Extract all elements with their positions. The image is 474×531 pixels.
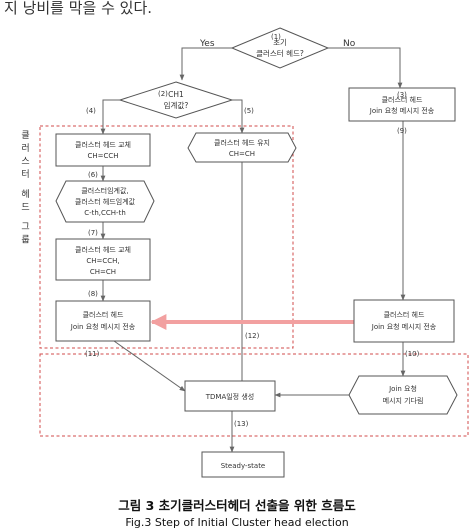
join-top-line2: Join 요청 메시지 전송 [369, 106, 435, 115]
join-right-line2: Join 요청 메시지 전송 [371, 322, 437, 331]
join-left-line2: Join 요청 메시지 전송 [70, 322, 136, 331]
decision-ch-threshold: CH1 임계값? [118, 81, 234, 119]
steady-line1: Steady-state [221, 462, 266, 470]
step-2: (2) [158, 90, 168, 98]
d2-line1: CH1 [168, 90, 184, 99]
top-text-fragment: 지 낭비를 막을 수 있다. [4, 0, 152, 17]
join-right-line1: 클러스터 헤드 [384, 310, 425, 319]
d2-line2: 임계값? [164, 100, 189, 110]
wait-line2: 메시지 기다림 [383, 396, 424, 405]
edge-d2-right [232, 99, 245, 134]
join-left-line1: 클러스터 헤드 [83, 310, 124, 319]
step-8: (8) [88, 290, 98, 298]
step-3: (3) [397, 91, 407, 99]
node-threshold-calc: 클러스터임계값, 클러스터 헤드임계값 C-th,CCH-th [55, 180, 155, 223]
step-4: (4) [86, 107, 96, 115]
step-9: (9) [397, 127, 407, 135]
replace1-line2: CH=CCH [87, 152, 118, 160]
node-replace-head-2: 클러스터 헤드 교체 CH=CCH, CH=CH [55, 238, 151, 281]
step-10: (10) [405, 350, 420, 358]
replace1-line1: 클러스터 헤드 교체 [75, 140, 131, 149]
keep-line2: CH=CH [229, 150, 255, 158]
threshold-line3: C-th,CCH-th [84, 209, 126, 217]
threshold-line2: 클러스터 헤드임계값 [75, 197, 136, 206]
join-top-line1: 클러스터 헤드 [382, 95, 423, 104]
node-tdma-schedule: TDMA일정 생성 [184, 380, 276, 412]
label-yes: Yes [199, 39, 215, 49]
step-5: (5) [244, 107, 254, 115]
replace2-line1: 클러스터 헤드 교체 [75, 245, 131, 254]
side-label: 클러스터 헤드 그룹 [19, 130, 29, 248]
setup-region [39, 353, 469, 437]
step-7: (7) [88, 229, 98, 237]
replace2-line2: CH=CCH, [86, 257, 119, 265]
step-12: (12) [245, 332, 260, 340]
node-join-request-left: 클러스터 헤드 Join 요청 메시지 전송 [55, 300, 151, 342]
edge-d1-no [328, 47, 403, 89]
node-join-request-right: 클러스터 헤드 Join 요청 메시지 전송 [353, 299, 455, 343]
node-wait-join: Join 요청 메시지 기다림 [348, 375, 458, 415]
edge-d2-left [100, 99, 120, 135]
edge-d1-yes [179, 47, 232, 81]
replace2-line3: CH=CH [90, 268, 116, 276]
keep-line1: 클러스터 헤드 유지 [214, 138, 270, 147]
decision-initial-cluster-head: 초기 클러스터 헤드? [230, 27, 330, 69]
step-11: (11) [85, 350, 100, 358]
caption-english: Fig.3 Step of Initial Cluster head elect… [125, 516, 348, 529]
step-13: (13) [234, 420, 249, 428]
side-label-text: 클러스터 헤드 그룹 [19, 130, 29, 248]
label-no: No [343, 39, 356, 49]
node-join-request-top: 클러스터 헤드 Join 요청 메시지 전송 [348, 87, 456, 122]
node-steady-state: Steady-state [201, 451, 285, 478]
d1-line1: 초기 [273, 38, 287, 47]
node-keep-head: 클러스터 헤드 유지 CH=CH [187, 132, 297, 163]
step-1: (1) [271, 33, 281, 41]
node-replace-head-1: 클러스터 헤드 교체 CH=CCH [55, 133, 151, 167]
step-6: (6) [88, 171, 98, 179]
caption-korean: 그림 3 초기클러스터헤더 선출을 위한 흐름도 [118, 498, 356, 513]
d1-line2: 클러스터 헤드? [256, 49, 304, 58]
wait-line1: Join 요청 [388, 385, 417, 393]
cluster-head-region [39, 125, 294, 349]
tdma-line1: TDMA일정 생성 [205, 392, 254, 401]
threshold-line1: 클러스터임계값, [81, 186, 128, 195]
edge-joinleft-tdma [113, 340, 186, 392]
